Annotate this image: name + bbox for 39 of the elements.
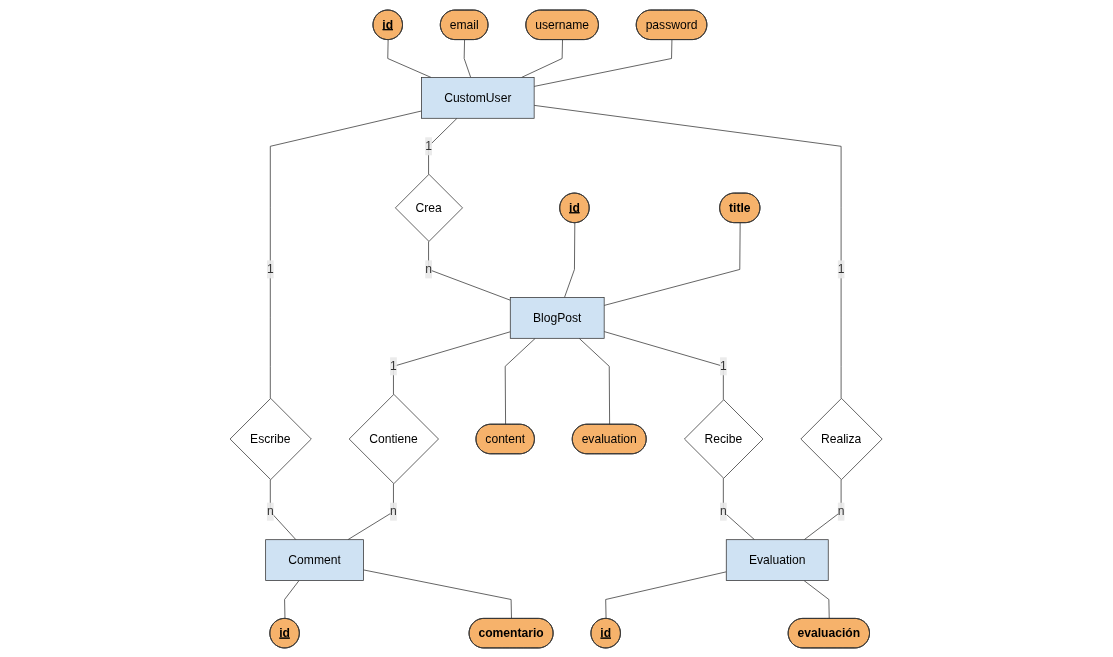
connector: [428, 240, 512, 301]
connector: [804, 478, 842, 540]
connector: [605, 570, 728, 619]
connector: [347, 482, 395, 540]
connector: [604, 222, 741, 306]
connector: [393, 330, 512, 395]
connector: [534, 39, 673, 87]
node-diamond: Escribe: [230, 397, 313, 480]
edge-label: 1: [390, 359, 398, 372]
node-box: CustomUser: [421, 76, 535, 119]
edge-label: 1: [425, 138, 433, 152]
node-box: BlogPost: [510, 296, 605, 339]
edge-label: n: [390, 504, 398, 518]
connector: [723, 477, 756, 540]
node-diamond: Contiene: [349, 393, 440, 484]
connector: [604, 330, 725, 400]
connector: [363, 569, 513, 619]
node-diamond: Recibe: [684, 398, 764, 479]
edge-label: n: [267, 504, 275, 518]
connector: [505, 337, 537, 425]
node-box: Comment: [265, 538, 365, 581]
connector: [464, 39, 472, 78]
edge-label: 1: [838, 262, 845, 275]
connector: [428, 117, 458, 175]
node-box: Evaluation: [726, 538, 829, 581]
edge-label: 1: [720, 359, 728, 372]
node-diamond: Realiza: [800, 397, 883, 480]
node-diamond: Crea: [395, 173, 464, 242]
connector: [564, 222, 576, 298]
connector: [270, 110, 423, 399]
connector: [284, 579, 300, 619]
edge-label: 1: [267, 262, 275, 275]
edge-label: n: [838, 504, 845, 518]
edge-label: n: [720, 504, 728, 518]
edge-label: n: [425, 262, 433, 275]
connector: [804, 579, 830, 619]
connector: [270, 478, 297, 540]
connector: [579, 337, 611, 425]
connector: [534, 104, 842, 399]
